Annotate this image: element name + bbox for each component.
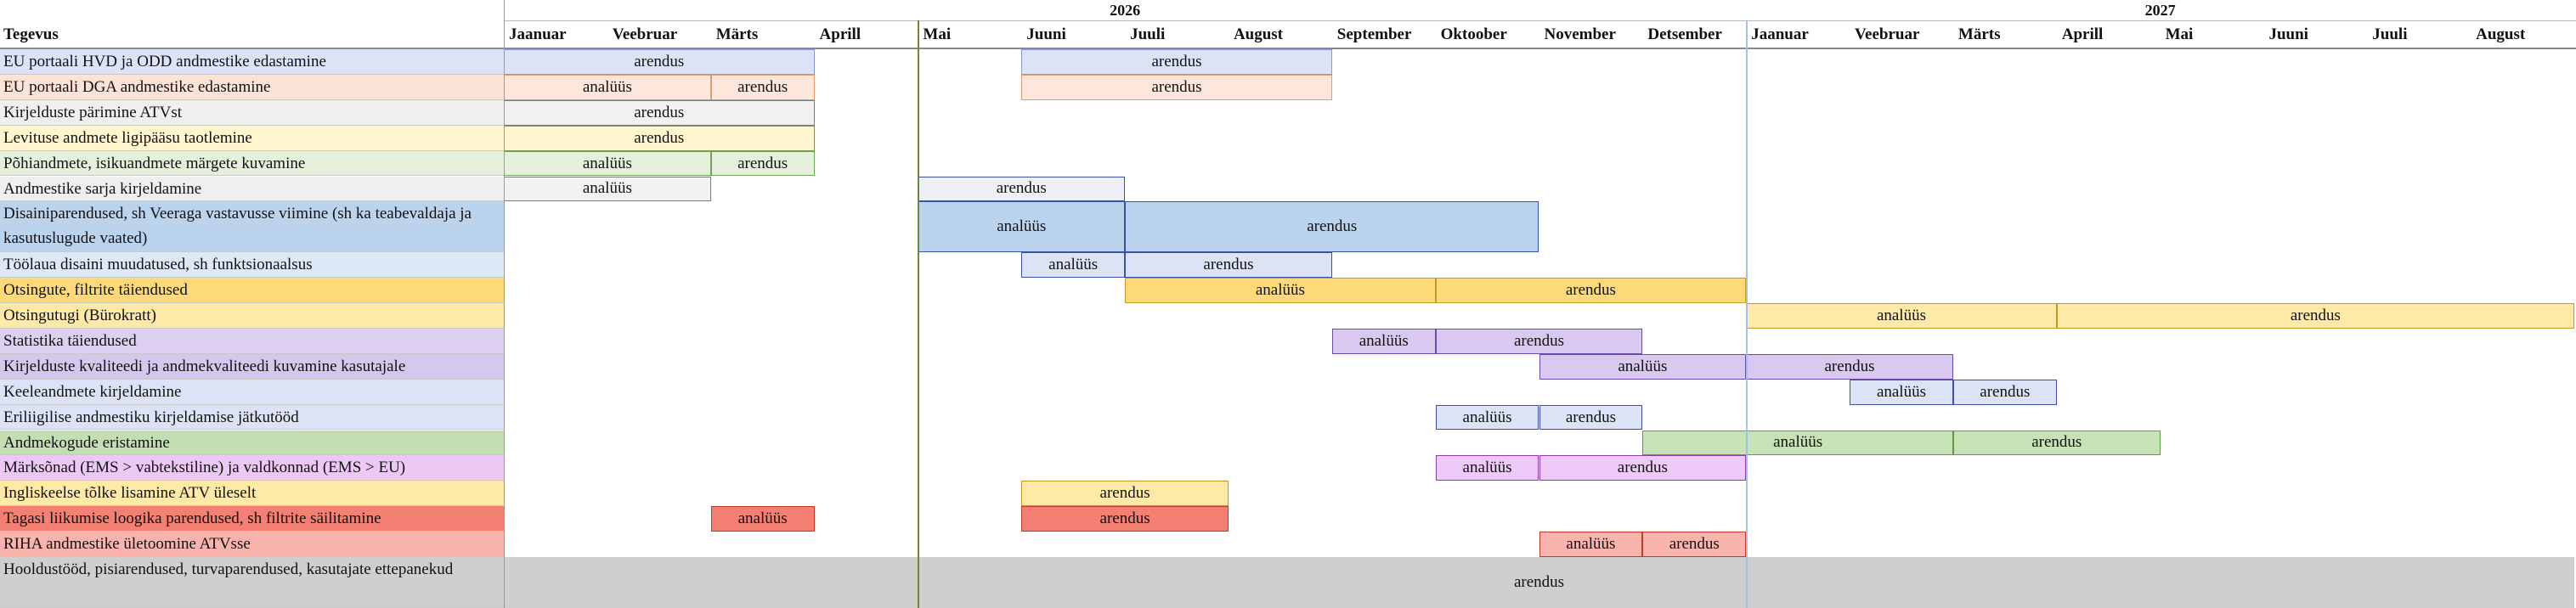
task-label-12: Keeleandmete kirjeldamine	[0, 379, 504, 405]
task-label-10: Statistika täiendused	[0, 328, 504, 354]
task-bar-6-1: arendus	[1125, 201, 1539, 253]
task-bar-3-0: arendus	[504, 125, 815, 151]
task-bar-18-0: analüüs	[1539, 532, 1643, 557]
task-bar-4-1: arendus	[710, 150, 815, 177]
month-label-3: Aprill	[819, 25, 861, 43]
task-bar-6-0: analüüs	[918, 201, 1126, 253]
task-label-0: EU portaali HVD ja ODD andmestike edasta…	[0, 49, 504, 75]
task-bar-0-0: arendus	[504, 49, 815, 75]
month-label-6: Juuli	[1130, 25, 1166, 43]
task-bar-18-1: arendus	[1642, 532, 1747, 557]
month-label-9: Oktoober	[1440, 25, 1507, 43]
task-label-19: Hooldustööd, pisiarendused, turvaparendu…	[0, 557, 504, 608]
month-label-2: Märts	[715, 25, 759, 43]
task-bar-12-0: analüüs	[1850, 379, 1953, 405]
year-label-0: 2026	[1110, 2, 1141, 19]
task-bar-10-0: analüüs	[1331, 328, 1436, 354]
month-label-12: Jaanuar	[1751, 25, 1809, 43]
task-label-9: Otsingutugi (Bürokratt)	[0, 303, 504, 329]
task-bar-4-0: analüüs	[504, 150, 711, 177]
task-label-3: Levituse andmete ligipääsu taotlemine	[0, 125, 504, 151]
timeline-marker-1	[1746, 20, 1748, 608]
task-label-7: Töölaua disaini muudatused, sh funktsion…	[0, 252, 504, 279]
month-label-8: September	[1336, 25, 1412, 43]
task-bar-13-1: arendus	[1539, 404, 1643, 431]
header-bottom-border	[0, 48, 2576, 49]
header-top-border	[504, 20, 2576, 21]
task-bar-14-0: analüüs	[1642, 430, 1953, 456]
task-bar-5-1: arendus	[918, 176, 1126, 202]
task-label-15: Märksõnad (EMS > vabtekstiline) ja valdk…	[0, 455, 504, 481]
task-bar-17-1: arendus	[1021, 506, 1229, 532]
label-column-divider	[504, 0, 505, 608]
header-label-tegevus: Tegevus	[3, 25, 59, 43]
month-label-4: Mai	[923, 25, 952, 43]
task-bar-9-0: analüüs	[1746, 303, 2057, 329]
task-bar-10-1: arendus	[1435, 328, 1643, 354]
task-label-17: Tagasi liikumise loogika parendused, sh …	[0, 506, 504, 532]
task-label-1: EU portaali DGA andmestike edastamine	[0, 74, 504, 100]
task-label-5: Andmestike sarja kirjeldamine	[0, 176, 504, 202]
task-bar-5-0: analüüs	[504, 176, 711, 202]
task-label-6: Disainiparendused, sh Veeraga vastavusse…	[0, 201, 504, 253]
task-bar-19-0: arendus	[504, 557, 2574, 608]
task-bar-7-0: analüüs	[1021, 252, 1126, 279]
month-label-17: Juuni	[2268, 25, 2308, 43]
month-label-11: Detsember	[1647, 25, 1722, 43]
task-bar-2-0: arendus	[504, 99, 815, 126]
month-label-5: Juuni	[1026, 25, 1066, 43]
timeline-marker-0	[918, 20, 920, 608]
month-label-19: August	[2476, 25, 2526, 43]
task-bar-16-0: arendus	[1021, 481, 1229, 507]
month-label-0: Jaanuar	[509, 25, 567, 43]
task-bar-9-1: arendus	[2056, 303, 2574, 329]
month-label-10: November	[1544, 25, 1616, 43]
task-bar-1-0: analüüs	[504, 74, 711, 100]
task-bar-15-0: analüüs	[1435, 455, 1539, 481]
task-bar-8-0: analüüs	[1125, 278, 1436, 303]
task-label-13: Eriliigilise andmestiku kirjeldamise jät…	[0, 404, 504, 431]
month-label-14: Märts	[1957, 25, 2001, 43]
task-label-18: RIHA andmestike ületoomine ATVsse	[0, 532, 504, 557]
task-label-16: Ingliskeelse tõlke lisamine ATV üleselt	[0, 481, 504, 507]
task-bar-7-1: arendus	[1125, 252, 1332, 279]
task-bar-14-1: arendus	[1952, 430, 2161, 456]
task-label-2: Kirjelduste pärimine ATVst	[0, 99, 504, 126]
task-bar-8-1: arendus	[1435, 278, 1747, 303]
month-label-16: Mai	[2165, 25, 2194, 43]
task-bar-15-1: arendus	[1539, 455, 1747, 481]
task-label-11: Kirjelduste kvaliteedi ja andmekvaliteed…	[0, 353, 504, 380]
task-bar-17-0: analüüs	[710, 506, 815, 532]
task-bar-0-1: arendus	[1021, 49, 1332, 75]
month-label-7: August	[1233, 25, 1284, 43]
task-label-14: Andmekogude eristamine	[0, 430, 504, 456]
task-bar-11-0: analüüs	[1539, 353, 1747, 380]
task-bar-11-1: arendus	[1746, 353, 1953, 380]
month-label-1: Veebruar	[612, 25, 678, 43]
month-label-18: Juuli	[2372, 25, 2408, 43]
task-label-4: Põhiandmete, isikuandmete märgete kuvami…	[0, 150, 504, 177]
task-bar-1-2: arendus	[1021, 74, 1332, 100]
task-bar-1-1: arendus	[710, 74, 815, 100]
task-label-8: Otsingute, filtrite täiendused	[0, 278, 504, 303]
year-label-1: 2027	[2144, 2, 2176, 19]
task-bar-12-1: arendus	[1952, 379, 2057, 405]
month-label-15: Aprill	[2061, 25, 2104, 43]
month-label-13: Veebruar	[1855, 25, 1920, 43]
task-bar-13-0: analüüs	[1435, 404, 1539, 431]
